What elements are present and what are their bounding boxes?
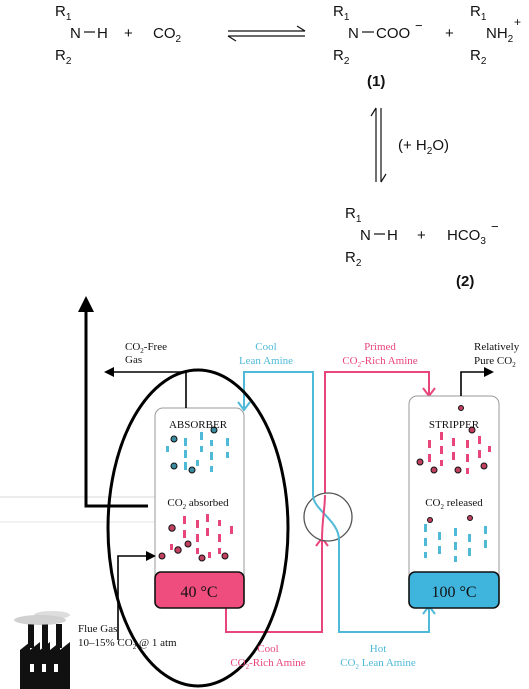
cool-rich-amine-label-2: CO2-Rich Amine [230,657,305,671]
equilibrium-arrow [227,25,306,42]
hot-lean-amine-label-2: CO2 Lean Amine [340,657,416,671]
flue-gas-inlet [117,551,156,640]
flue-gas-composition: 10–15% CO2 @ 1 atm [78,637,177,651]
svg-text:−: − [415,18,423,33]
reaction-scheme: R1 N H R2 + CO2 R1 N COO − R2 + R1 NH2 [55,3,521,290]
leader-arrow [78,296,148,508]
svg-text:R1: R1 [333,3,350,23]
stripper-temperature: 100 °C [431,584,476,601]
svg-text:R2: R2 [345,249,362,269]
product-2-label: (2) [456,273,474,290]
carbamate-product: R1 N COO − R2 [333,3,423,67]
co2-free-gas-label-2: Gas [125,354,142,366]
hot-lean-amine-label: Hot [370,643,387,655]
co2-free-gas-label: CO2-Free [125,341,167,355]
bicarbonate: HCO3 [447,227,486,247]
svg-text:COO: COO [376,25,410,42]
flue-gas-label: Flue Gas [78,623,117,635]
svg-text:N: N [70,25,81,42]
svg-text:R2: R2 [55,47,72,67]
stripper-molecules-top [416,405,491,474]
heat-exchanger [303,492,353,542]
svg-text:H: H [97,25,108,42]
process-labels: CO2-Free Gas Cool Lean Amine Primed CO2-… [78,341,520,671]
cool-lean-amine-label-2: Lean Amine [239,355,293,367]
pure-co2-outlet [460,367,494,396]
stripper-column [408,395,500,609]
absorber-highlight-ellipse [106,368,290,688]
stripper-title: STRIPPER [429,419,480,431]
stripper-molecules-bottom [424,515,487,562]
svg-text:+: + [514,15,521,29]
absorber-molecules-bottom [158,514,233,562]
absorber-molecules-top [166,426,229,474]
absorber-temperature: 40 °C [180,584,217,601]
pure-co2-label-2: Pure CO2 [474,355,516,369]
svg-text:N: N [348,25,359,42]
bicarbonate-charge: − [491,219,499,234]
svg-text:NH2: NH2 [486,25,514,45]
svg-text:R1: R1 [345,205,362,225]
rich-amine-lines [225,371,430,633]
svg-text:R2: R2 [470,47,487,67]
svg-text:N: N [360,227,371,244]
stripper-status: CO2 released [425,497,483,511]
cool-rich-amine-label: Cool [257,643,278,655]
svg-text:R2: R2 [333,47,350,67]
product-1-label: (1) [367,73,385,90]
amine-reactant: R1 N H R2 [55,3,108,67]
stripper-heater [408,571,500,609]
svg-text:H: H [387,227,398,244]
svg-text:R1: R1 [55,3,72,23]
vertical-equilibrium-arrow [370,107,387,183]
ammonium-product: R1 NH2 + R2 [470,3,521,67]
primed-rich-amine-label: Primed [364,341,396,353]
factory-icon [14,611,70,689]
pure-co2-label: Relatively [474,341,520,353]
plus-sign-3: + [417,227,426,244]
plus-sign: + [124,25,133,42]
svg-text:R1: R1 [470,3,487,23]
co2-reactant: CO2 [153,25,182,45]
water-label: (+ H2O) [398,137,449,157]
absorber-status: CO2 absorbed [167,497,229,511]
cool-lean-amine-label: Cool [255,341,276,353]
regenerated-amine: R1 N H R2 [345,205,398,269]
absorber-heater [154,571,245,609]
absorber-title: ABSORBER [169,419,228,431]
plus-sign-2: + [445,25,454,42]
primed-rich-amine-label-2: CO2-Rich Amine [342,355,417,369]
